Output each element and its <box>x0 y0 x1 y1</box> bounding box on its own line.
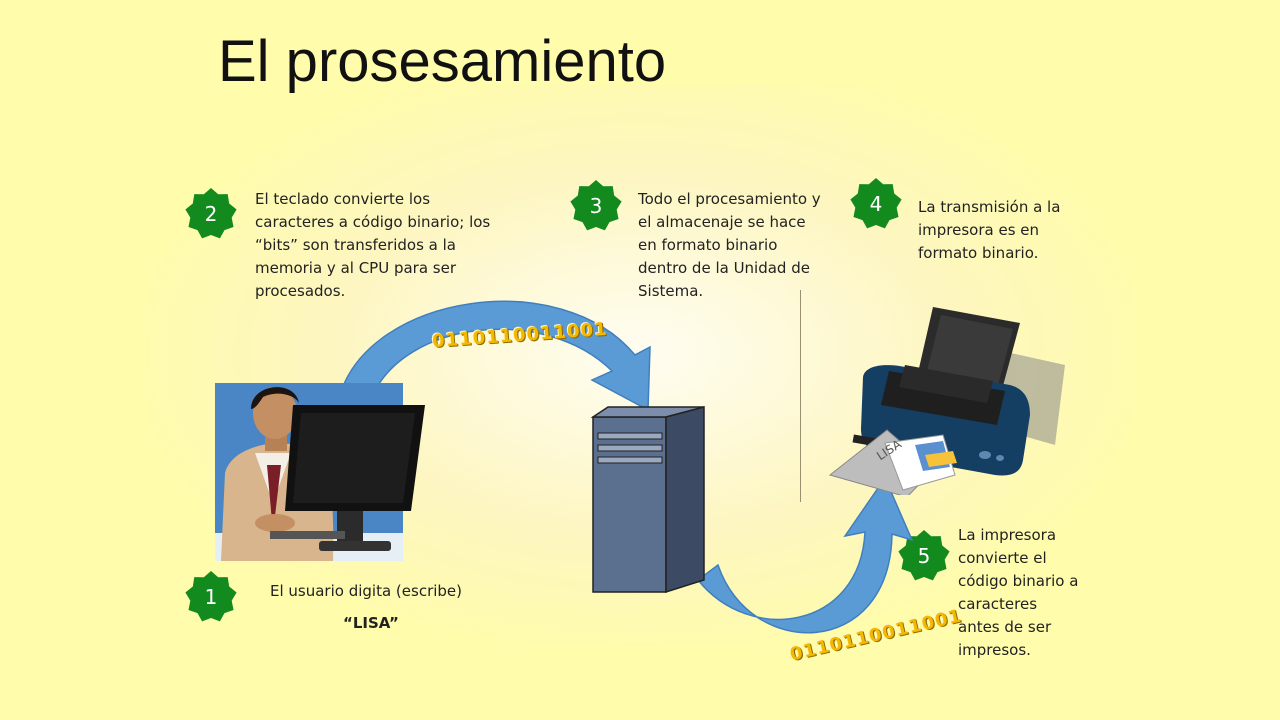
step-1-badge: 1 <box>185 571 237 623</box>
page-title: El prosesamiento <box>218 29 667 94</box>
step-2-text: El teclado convierte los caracteres a có… <box>255 190 491 300</box>
step-2-badge: 2 <box>185 188 237 240</box>
printer-icon <box>828 307 1065 495</box>
step-5-badge: 5 <box>898 530 950 582</box>
step-5-text: La impresora convierte el código binario… <box>958 526 1079 659</box>
step-1-text: El usuario digita (escribe) <box>270 582 463 600</box>
step-4-badge: 4 <box>850 178 902 230</box>
step-3-badge: 3 <box>570 180 622 232</box>
step-4-number: 4 <box>869 192 883 216</box>
starburst-icon <box>850 178 902 229</box>
divider-line <box>800 290 801 502</box>
step-2-number: 2 <box>204 202 218 226</box>
curved-arrow-icon <box>339 300 651 412</box>
starburst-icon <box>185 571 237 622</box>
step-1-number: 1 <box>204 585 218 609</box>
step-5-number: 5 <box>917 544 931 568</box>
system-unit-icon <box>590 406 705 594</box>
typed-word: “LISA” <box>343 614 399 632</box>
starburst-icon <box>570 180 622 231</box>
step-4-text: La transmisión a la impresora es en form… <box>918 198 1061 262</box>
curved-arrow-icon <box>696 476 914 634</box>
starburst-icon <box>898 530 950 581</box>
step-3-text: Todo el procesamiento y el almacenaje se… <box>638 190 821 300</box>
user-at-computer-icon <box>215 383 425 561</box>
step-3-number: 3 <box>589 194 603 218</box>
starburst-icon <box>185 188 237 239</box>
